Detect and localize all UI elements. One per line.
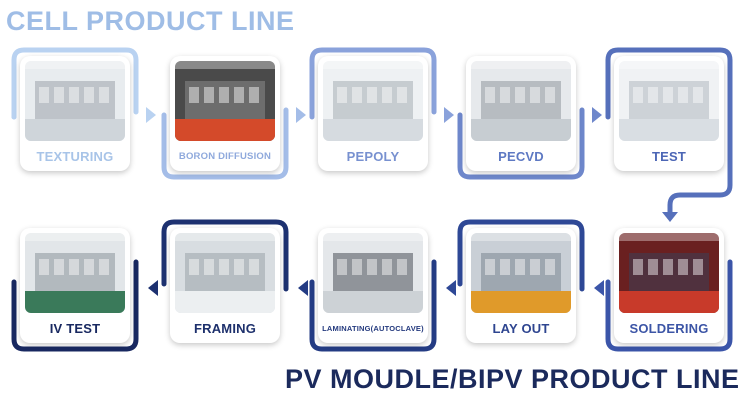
diffusion-furnace-photo [175, 61, 275, 141]
step-card-laminating: LAMINATING(AUTOCLAVE) [318, 228, 428, 343]
step-card-soldering: SOLDERING [614, 228, 724, 343]
framing-station-photo [175, 233, 275, 313]
step-label: SOLDERING [629, 320, 709, 336]
step-card-framing: FRAMING [170, 228, 280, 343]
module-line-title: PV MOUDLE/BIPV PRODUCT LINE [285, 364, 740, 394]
step-label: PEPOLY [346, 148, 400, 164]
layout-robot-photo [471, 233, 571, 313]
step-card-texturing: TEXTURING [20, 56, 130, 171]
step-card-lay-out: LAY OUT [466, 228, 576, 343]
iv-tester-photo [25, 233, 125, 313]
cleanroom-equipment-photo [323, 61, 423, 141]
laminator-photo [323, 233, 423, 313]
pecvd-machine-photo [471, 61, 571, 141]
step-card-pepoly: PEPOLY [318, 56, 428, 171]
step-label: FRAMING [193, 320, 257, 336]
step-card-pecvd: PECVD [466, 56, 576, 171]
step-label: BORON DIFFUSION [178, 150, 272, 162]
cell-line-title: CELL PRODUCT LINE [6, 6, 295, 36]
step-label: PECVD [498, 148, 544, 164]
test-line-photo [619, 61, 719, 141]
step-label: LAMINATING(AUTOCLAVE) [322, 323, 424, 333]
soldering-robot-photo [619, 233, 719, 313]
step-card-test: TEST [614, 56, 724, 171]
step-card-boron-diffusion: BORON DIFFUSION [170, 56, 280, 171]
step-label: IV TEST [49, 320, 101, 336]
step-label: TEST [651, 148, 687, 164]
step-label: TEXTURING [36, 148, 114, 164]
cleanroom-machines-photo [25, 61, 125, 141]
step-label: LAY OUT [492, 320, 550, 336]
step-card-iv-test: IV TEST [20, 228, 130, 343]
